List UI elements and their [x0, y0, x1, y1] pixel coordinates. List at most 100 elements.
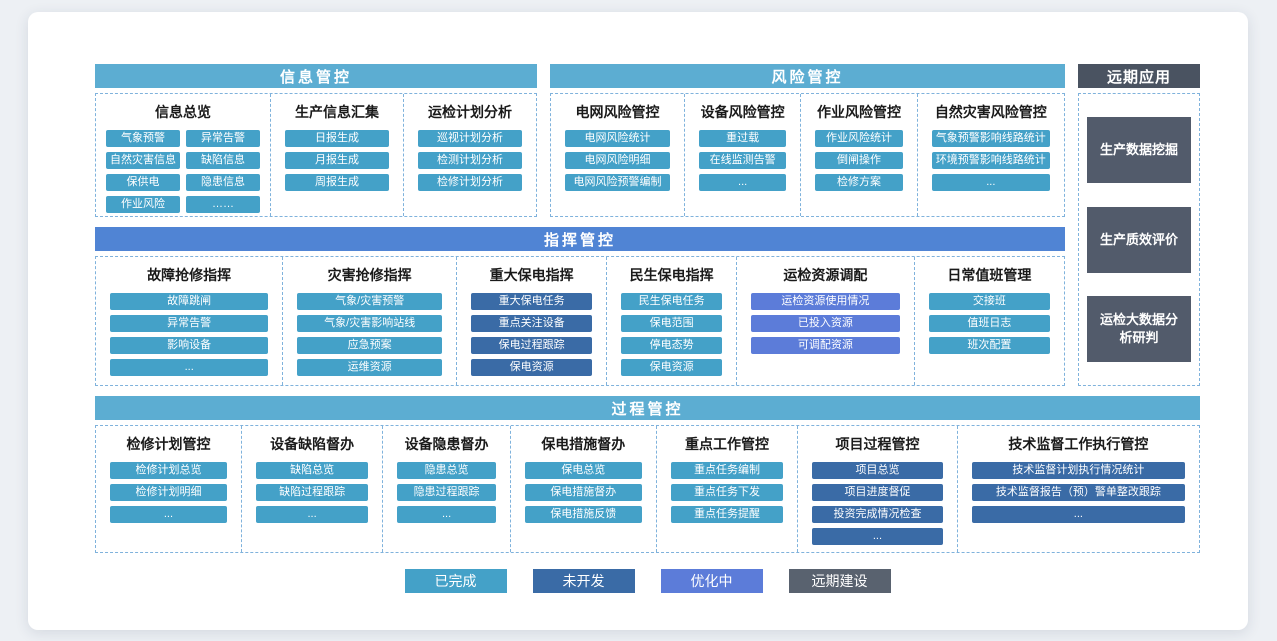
group-title: 生产信息汇集: [295, 104, 379, 120]
module-item: 气象/灾害预警: [297, 292, 442, 310]
group-power-measure-supervision: 保电措施督办 保电总览 保电措施督办 保电措施反馈: [511, 426, 657, 552]
module-item: 重过载: [698, 129, 787, 147]
module-item: 倒闸操作: [815, 151, 903, 169]
module-item: 电网风险明细: [565, 151, 670, 169]
group-title: 民生保电指挥: [629, 267, 714, 283]
module-item: ...: [397, 505, 496, 523]
group-operation-risk: 作业风险管控 作业风险统计 倒闸操作 检修方案: [801, 94, 918, 216]
group-major-power-supply: 重大保电指挥 重大保电任务 重点关注设备 保电过程跟踪 保电资源: [457, 257, 608, 385]
group-plan-analysis: 运检计划分析 巡视计划分析 检测计划分析 检修计划分析: [404, 94, 536, 216]
legend-item-longterm: 远期建设: [788, 569, 891, 593]
module-item: 检修计划明细: [110, 483, 227, 501]
group-title: 检修计划管控: [126, 436, 211, 452]
group-title: 日常值班管理: [947, 267, 1032, 283]
module-item: 重点任务编制: [670, 461, 784, 479]
band-command: 指挥管控 故障抢修指挥 故障跳闸 异常告警 影响设备 ... 灾害抢修指挥 气象…: [95, 227, 1065, 386]
module-item: ...: [255, 505, 369, 523]
group-livelihood-power-supply: 民生保电指挥 民生保电任务 保电范围 停电态势 保电资源: [607, 257, 737, 385]
group-daily-duty: 日常值班管理 交接班 值班日志 班次配置: [915, 257, 1064, 385]
group-title: 运检资源调配: [783, 267, 868, 283]
group-title: 设备缺陷督办: [270, 436, 355, 452]
module-item: 在线监测告警: [698, 151, 787, 169]
module-item: 投资完成情况检查: [812, 505, 943, 523]
module-item: 项目进度督促: [812, 483, 943, 501]
group-title: 项目过程管控: [835, 436, 920, 452]
module-item: 技术监督报告（预）警单整改跟踪: [971, 483, 1185, 501]
module-item: 日报生成: [285, 129, 389, 147]
module-item: 检测计划分析: [418, 151, 522, 169]
module-item: 隐患信息: [186, 173, 260, 191]
module-item: 隐患过程跟踪: [397, 483, 496, 501]
pill-grid: 气象预警 异常告警 自然灾害信息 缺陷信息 保供电 隐患信息 作业风险 ……: [106, 127, 260, 215]
group-disaster-repair: 灾害抢修指挥 气象/灾害预警 气象/灾害影响站线 应急预案 运维资源: [283, 257, 457, 385]
module-item: 保电资源: [621, 358, 722, 376]
module-item: 异常告警: [186, 129, 260, 147]
module-item: 可调配资源: [750, 336, 900, 354]
group-title: 重点工作管控: [684, 436, 769, 452]
module-item: 电网风险预警编制: [565, 173, 670, 191]
band-command-header: 指挥管控: [95, 227, 1065, 251]
module-item: 保电范围: [621, 314, 722, 332]
group-title: 运检计划分析: [428, 104, 512, 120]
group-title: 电网风险管控: [575, 104, 660, 120]
group-title: 作业风险管控: [816, 104, 901, 120]
legend-item-not-developed: 未开发: [532, 569, 635, 593]
group-title: 保电措施督办: [541, 436, 626, 452]
module-item: ...: [931, 173, 1050, 191]
module-item: 重点关注设备: [470, 314, 593, 332]
module-item: 作业风险统计: [815, 129, 903, 147]
band-risk-box: 电网风险管控 电网风险统计 电网风险明细 电网风险预警编制 设备风险管控 重过载…: [550, 93, 1065, 217]
band-process-header: 过程管控: [95, 396, 1200, 420]
module-item: 作业风险: [106, 195, 180, 213]
module-item: 检修计划总览: [110, 461, 227, 479]
longterm-block: 运检大数据分析研判: [1087, 295, 1191, 362]
module-item: 保电资源: [470, 358, 593, 376]
module-item: 隐患总览: [397, 461, 496, 479]
band-process-box: 检修计划管控 检修计划总览 检修计划明细 ... 设备缺陷督办 缺陷总览 缺陷过…: [95, 425, 1200, 553]
module-item: 缺陷总览: [255, 461, 369, 479]
band-risk: 风险管控 电网风险管控 电网风险统计 电网风险明细 电网风险预警编制 设备风险管…: [550, 64, 1065, 217]
top-bands: 信息管控 信息总览 气象预警 异常告警 自然灾害信息 缺陷信息 保供电 隐患信息: [95, 64, 1065, 217]
band-longterm: 远期应用 生产数据挖掘 生产质效评价 运检大数据分析研判: [1078, 64, 1200, 386]
module-item: ...: [812, 527, 943, 545]
module-item: 班次配置: [928, 336, 1050, 354]
module-item: 运检资源使用情况: [750, 292, 900, 310]
group-title: 自然灾害风险管控: [934, 104, 1047, 120]
module-item: 运维资源: [297, 358, 442, 376]
module-item: 检修计划分析: [418, 173, 522, 191]
module-item: 气象预警影响线路统计: [931, 129, 1050, 147]
legend: 已完成 未开发 优化中 远期建设: [95, 569, 1200, 593]
group-grid-risk: 电网风险管控 电网风险统计 电网风险明细 电网风险预警编制: [551, 94, 685, 216]
module-item: 检修方案: [815, 173, 903, 191]
module-item: 周报生成: [285, 173, 389, 191]
group-project-process: 项目过程管控 项目总览 项目进度督促 投资完成情况检查 ...: [798, 426, 958, 552]
group-title: 设备风险管控: [700, 104, 785, 120]
module-item: 气象/灾害影响站线: [297, 314, 442, 332]
group-defect-supervision: 设备缺陷督办 缺陷总览 缺陷过程跟踪 ...: [242, 426, 384, 552]
band-info: 信息管控 信息总览 气象预警 异常告警 自然灾害信息 缺陷信息 保供电 隐患信息: [95, 64, 537, 217]
module-item: 停电态势: [621, 336, 722, 354]
diagram-card: 信息管控 信息总览 气象预警 异常告警 自然灾害信息 缺陷信息 保供电 隐患信息: [28, 12, 1248, 630]
diagram-layout: 信息管控 信息总览 气象预警 异常告警 自然灾害信息 缺陷信息 保供电 隐患信息: [95, 64, 1200, 593]
longterm-block: 生产质效评价: [1087, 206, 1191, 273]
group-tech-supervision: 技术监督工作执行管控 技术监督计划执行情况统计 技术监督报告（预）警单整改跟踪 …: [958, 426, 1199, 552]
group-disaster-risk: 自然灾害风险管控 气象预警影响线路统计 环境预警影响线路统计 ...: [918, 94, 1064, 216]
band-info-header: 信息管控: [95, 64, 537, 88]
band-info-box: 信息总览 气象预警 异常告警 自然灾害信息 缺陷信息 保供电 隐患信息 作业风险…: [95, 93, 537, 217]
module-item: 气象预警: [106, 129, 180, 147]
module-item: 保电过程跟踪: [470, 336, 593, 354]
module-item: 影响设备: [110, 336, 269, 354]
module-item: ...: [110, 358, 269, 376]
longterm-block: 生产数据挖掘: [1087, 117, 1191, 184]
group-equipment-risk: 设备风险管控 重过载 在线监测告警 ...: [685, 94, 802, 216]
module-item: ...: [971, 505, 1185, 523]
module-item: 项目总览: [812, 461, 943, 479]
module-item: 巡视计划分析: [418, 129, 522, 147]
module-item: 重点任务下发: [670, 483, 784, 501]
module-item: 已投入资源: [750, 314, 900, 332]
module-item: 月报生成: [285, 151, 389, 169]
left-column: 信息管控 信息总览 气象预警 异常告警 自然灾害信息 缺陷信息 保供电 隐患信息: [95, 64, 1065, 386]
group-info-overview: 信息总览 气象预警 异常告警 自然灾害信息 缺陷信息 保供电 隐患信息 作业风险…: [96, 94, 271, 216]
module-item: 保电措施反馈: [524, 505, 642, 523]
module-item: ...: [110, 505, 227, 523]
